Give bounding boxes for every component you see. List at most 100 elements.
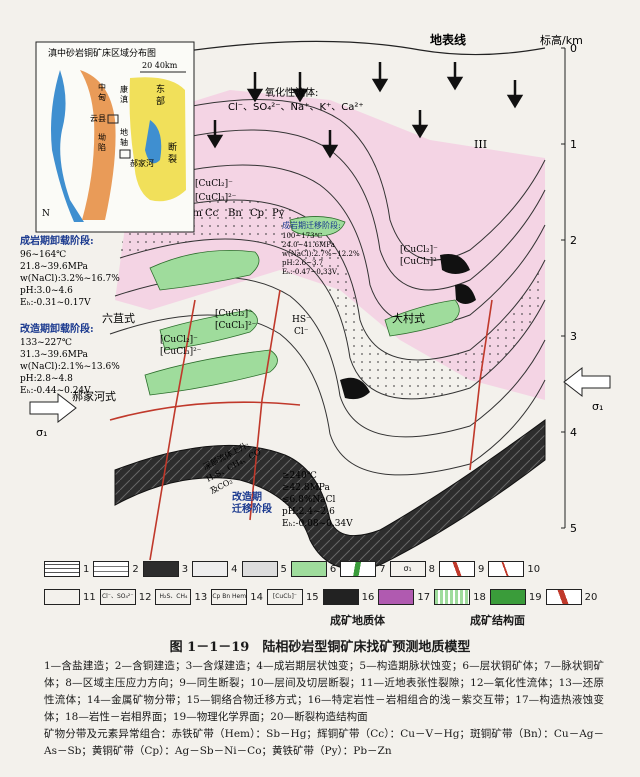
svg-text:≥42.8MPa: ≥42.8MPa bbox=[282, 483, 330, 493]
inset-title: 滇中砂岩铜矿床区域分布图 bbox=[48, 47, 156, 59]
legend-item-9: 9 bbox=[439, 561, 484, 577]
svg-text:31.3~39.6MPa: 31.3~39.6MPa bbox=[20, 350, 88, 360]
depth-axis: 标高/km 0 1 2 3 4 5 bbox=[540, 33, 583, 535]
stage-center-migration: 成岩期迁移阶段: 100~173℃ 24.0~41.6MPa w(NaCl):2… bbox=[282, 220, 360, 276]
ore-lens-black-1 bbox=[340, 377, 370, 400]
legend-item-1: 1 bbox=[44, 561, 89, 577]
inset-char-3: 陷 bbox=[98, 142, 106, 152]
oxidizing-fluid-ions: Cl⁻、SO₄²⁻、Na⁺、K⁺、Ca²⁺ bbox=[228, 102, 364, 113]
cucl-label-3: [CuCl₂]⁻ bbox=[160, 335, 198, 345]
inset-char-0: 中 bbox=[98, 82, 106, 92]
inset-loc1: 云县 bbox=[90, 114, 106, 123]
geological-model-figure: 标高/km 0 1 2 3 4 5 地表线 bbox=[20, 32, 611, 570]
legend-item-17: 17 bbox=[378, 589, 430, 605]
svg-text:96~164℃: 96~164℃ bbox=[20, 250, 66, 260]
svg-text:Eₕ:-0.08~0.34V: Eₕ:-0.08~0.34V bbox=[282, 519, 353, 529]
oxidizing-fluid-label: 氧化性流体: bbox=[265, 86, 318, 99]
inset-char-5: 滇 bbox=[120, 94, 128, 104]
mineral-cc: Cc bbox=[205, 208, 219, 219]
svg-text:24.0~41.6MPa: 24.0~41.6MPa bbox=[282, 241, 335, 249]
cucl3-label-1: [CuCl₃]²⁻ bbox=[195, 193, 237, 203]
compression-arrow-left: σ₁ bbox=[29, 392, 77, 439]
coal-bearing-formation bbox=[114, 419, 546, 570]
svg-text:Eₕ:-0.31~0.17V: Eₕ:-0.31~0.17V bbox=[20, 298, 91, 308]
inset-char-7: 轴 bbox=[120, 137, 128, 147]
svg-text:迁移阶段: 迁移阶段 bbox=[232, 502, 272, 515]
roman-numeral-iii: III bbox=[474, 138, 487, 151]
svg-text:pH:3.0~4.6: pH:3.0~4.6 bbox=[20, 286, 73, 296]
svg-text:成岩期卸载阶段:: 成岩期卸载阶段: bbox=[20, 234, 94, 247]
mineral-zoning-description: 矿物分带及元素异常组合：赤铁矿带（Hem）：Sb－Hg；辉铜矿带（Cc）：Cu－… bbox=[44, 728, 604, 757]
inset-char-9: 部 bbox=[156, 95, 165, 107]
inset-char-6: 地 bbox=[120, 127, 128, 137]
stratiform-copper-orebodies bbox=[144, 216, 460, 396]
svg-text:σ₁: σ₁ bbox=[36, 426, 47, 439]
svg-text:pH:2.4~2.6: pH:2.4~2.6 bbox=[282, 507, 335, 517]
legend-item-16: 16 bbox=[322, 589, 374, 605]
stage2-reworking-unloading: 改造期卸载阶段: 133~227℃ 31.3~39.6MPa w(NaCl):2… bbox=[20, 322, 120, 396]
legend-item-11: 11 bbox=[44, 589, 96, 605]
legend-item-10: 10 bbox=[488, 561, 540, 577]
legend-item-3: 3 bbox=[142, 561, 188, 577]
inset-char-1: 甸 bbox=[98, 92, 106, 102]
svg-text:改造期: 改造期 bbox=[232, 490, 262, 503]
cucl3-label-2: [CuCl₃]²⁻ bbox=[215, 321, 257, 331]
svg-text:w(NaCl):2.7%~12.2%: w(NaCl):2.7%~12.2% bbox=[282, 250, 360, 258]
pattern-liuju: 六苴式 bbox=[102, 312, 135, 325]
cucl-label-2: [CuCl₂]⁻ bbox=[215, 309, 253, 319]
svg-text:w(NaCl):2.1%~13.6%: w(NaCl):2.1%~13.6% bbox=[20, 361, 120, 372]
hs-label: HS⁻ bbox=[292, 315, 311, 325]
legend-item-12: Cl⁻、SO₄²⁻12 bbox=[99, 589, 151, 605]
inset-char-11: 裂 bbox=[168, 154, 177, 165]
elevation-label: 标高/km bbox=[540, 33, 583, 47]
depth-tick-5: 5 bbox=[570, 522, 577, 535]
inset-char-4: 康 bbox=[120, 84, 128, 94]
cucl3-label-4: [CuCl₃]²⁻ bbox=[400, 257, 442, 267]
faults bbox=[109, 289, 493, 561]
compression-arrow-right: σ₁ bbox=[563, 366, 611, 413]
inset-loc2: 郝家河 bbox=[130, 158, 154, 168]
depth-tick-3: 3 bbox=[570, 330, 577, 343]
inset-char-8: 东 bbox=[156, 83, 165, 95]
svg-text:pH:2.8~4.8: pH:2.8~4.8 bbox=[20, 374, 73, 384]
inset-north: N bbox=[42, 209, 50, 219]
ore-lens-black-2 bbox=[440, 254, 470, 274]
mineral-cp: Cp bbox=[250, 208, 264, 219]
svg-text:w(NaCl):3.2%~16.7%: w(NaCl):3.2%~16.7% bbox=[20, 273, 120, 284]
legend-item-19: 19 bbox=[489, 589, 542, 605]
legend-item-6: 6 bbox=[290, 561, 336, 577]
svg-text:133~227℃: 133~227℃ bbox=[20, 338, 72, 348]
mineral-py: Py bbox=[272, 208, 285, 219]
figure-caption: 图 1－1－19 陆相砂岩型铜矿床找矿预测地质模型 bbox=[169, 640, 471, 655]
legend-group-1: 成矿地质体 bbox=[330, 614, 385, 627]
svg-text:pH:2.6~3.7: pH:2.6~3.7 bbox=[282, 259, 323, 267]
stage1-diagenetic-unloading: 成岩期卸载阶段: 96~164℃ 21.8~39.6MPa w(NaCl):3.… bbox=[20, 234, 120, 308]
depth-tick-2: 2 bbox=[570, 234, 577, 247]
fold-strata bbox=[109, 99, 546, 476]
legend-item-7: 7 bbox=[340, 561, 386, 577]
svg-text:Eₕ:-0.47~0.33V: Eₕ:-0.47~0.33V bbox=[282, 268, 338, 276]
svg-text:≥240℃: ≥240℃ bbox=[282, 471, 317, 481]
inset-char-2: 坳 bbox=[98, 132, 106, 142]
legend-description: 1—含盐建造；2—含铜建造；3—含煤建造；4—成岩期层状蚀变；5—构造期脉状蚀变… bbox=[44, 660, 604, 723]
pattern-dacun: 大村式 bbox=[392, 311, 425, 325]
depth-tick-0: 0 bbox=[570, 42, 577, 55]
pattern-hejiahe: 郝家河式 bbox=[72, 389, 116, 403]
cucl-label-1: [CuCl₂]⁻ bbox=[195, 179, 233, 189]
surface-line-label: 地表线 bbox=[430, 32, 466, 47]
legend-item-2: 2 bbox=[93, 561, 139, 577]
cl-label: Cl⁻ bbox=[294, 327, 309, 337]
ore-lens-black-3 bbox=[455, 284, 476, 304]
cucl3-label-3: [CuCl₃]²⁻ bbox=[160, 347, 202, 357]
figure-description: 1—含盐建造；2—含铜建造；3—含煤建造；4—成岩期层状蚀变；5—构造期脉状蚀变… bbox=[44, 658, 604, 760]
svg-text:σ₁: σ₁ bbox=[592, 400, 603, 413]
oxidizing-fluid-arrows bbox=[206, 62, 524, 159]
legend-item-18: 18 bbox=[434, 589, 486, 605]
depth-tick-4: 4 bbox=[570, 426, 577, 439]
svg-text:≤6.8%NaCl: ≤6.8%NaCl bbox=[282, 495, 336, 505]
svg-text:21.8~39.6MPa: 21.8~39.6MPa bbox=[20, 262, 88, 272]
